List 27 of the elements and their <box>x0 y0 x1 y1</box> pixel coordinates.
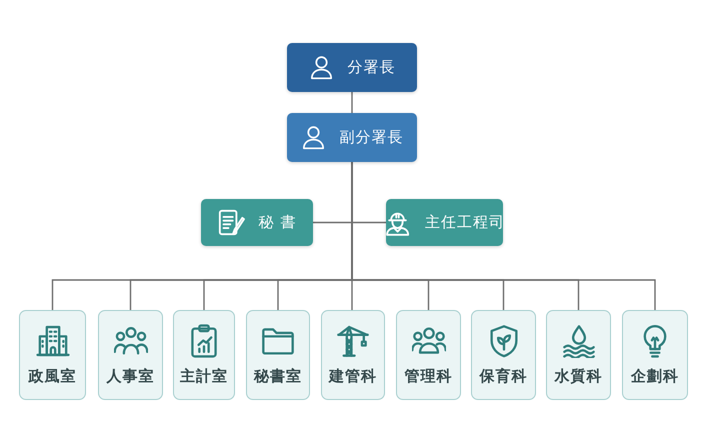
department-card <box>19 310 86 400</box>
position-title: 秘 書 <box>258 212 296 232</box>
department-name: 人事室 <box>106 366 154 386</box>
department-name: 政風室 <box>28 366 76 386</box>
department-name: 企劃科 <box>631 366 679 386</box>
position-box <box>287 113 417 162</box>
department-card <box>396 310 461 400</box>
department-name: 建管科 <box>329 366 377 386</box>
department-name: 水質科 <box>554 366 602 386</box>
position-title: 副分署長 <box>340 128 404 148</box>
position-box <box>201 199 313 246</box>
position-box <box>287 43 417 92</box>
department-card <box>546 310 611 400</box>
department-name: 保育科 <box>480 366 528 386</box>
department-name: 主計室 <box>180 366 228 386</box>
department-card <box>471 310 536 400</box>
department-card <box>622 310 688 400</box>
department-card <box>98 310 163 400</box>
department-name: 管理科 <box>404 366 452 386</box>
position-box <box>386 199 503 246</box>
department-card <box>246 310 310 400</box>
position-title: 主任工程司 <box>425 212 505 232</box>
department-card <box>321 310 385 400</box>
department-name: 秘書室 <box>254 366 302 386</box>
department-card <box>173 310 235 400</box>
position-title: 分署長 <box>348 58 396 78</box>
connector-line <box>351 92 353 113</box>
